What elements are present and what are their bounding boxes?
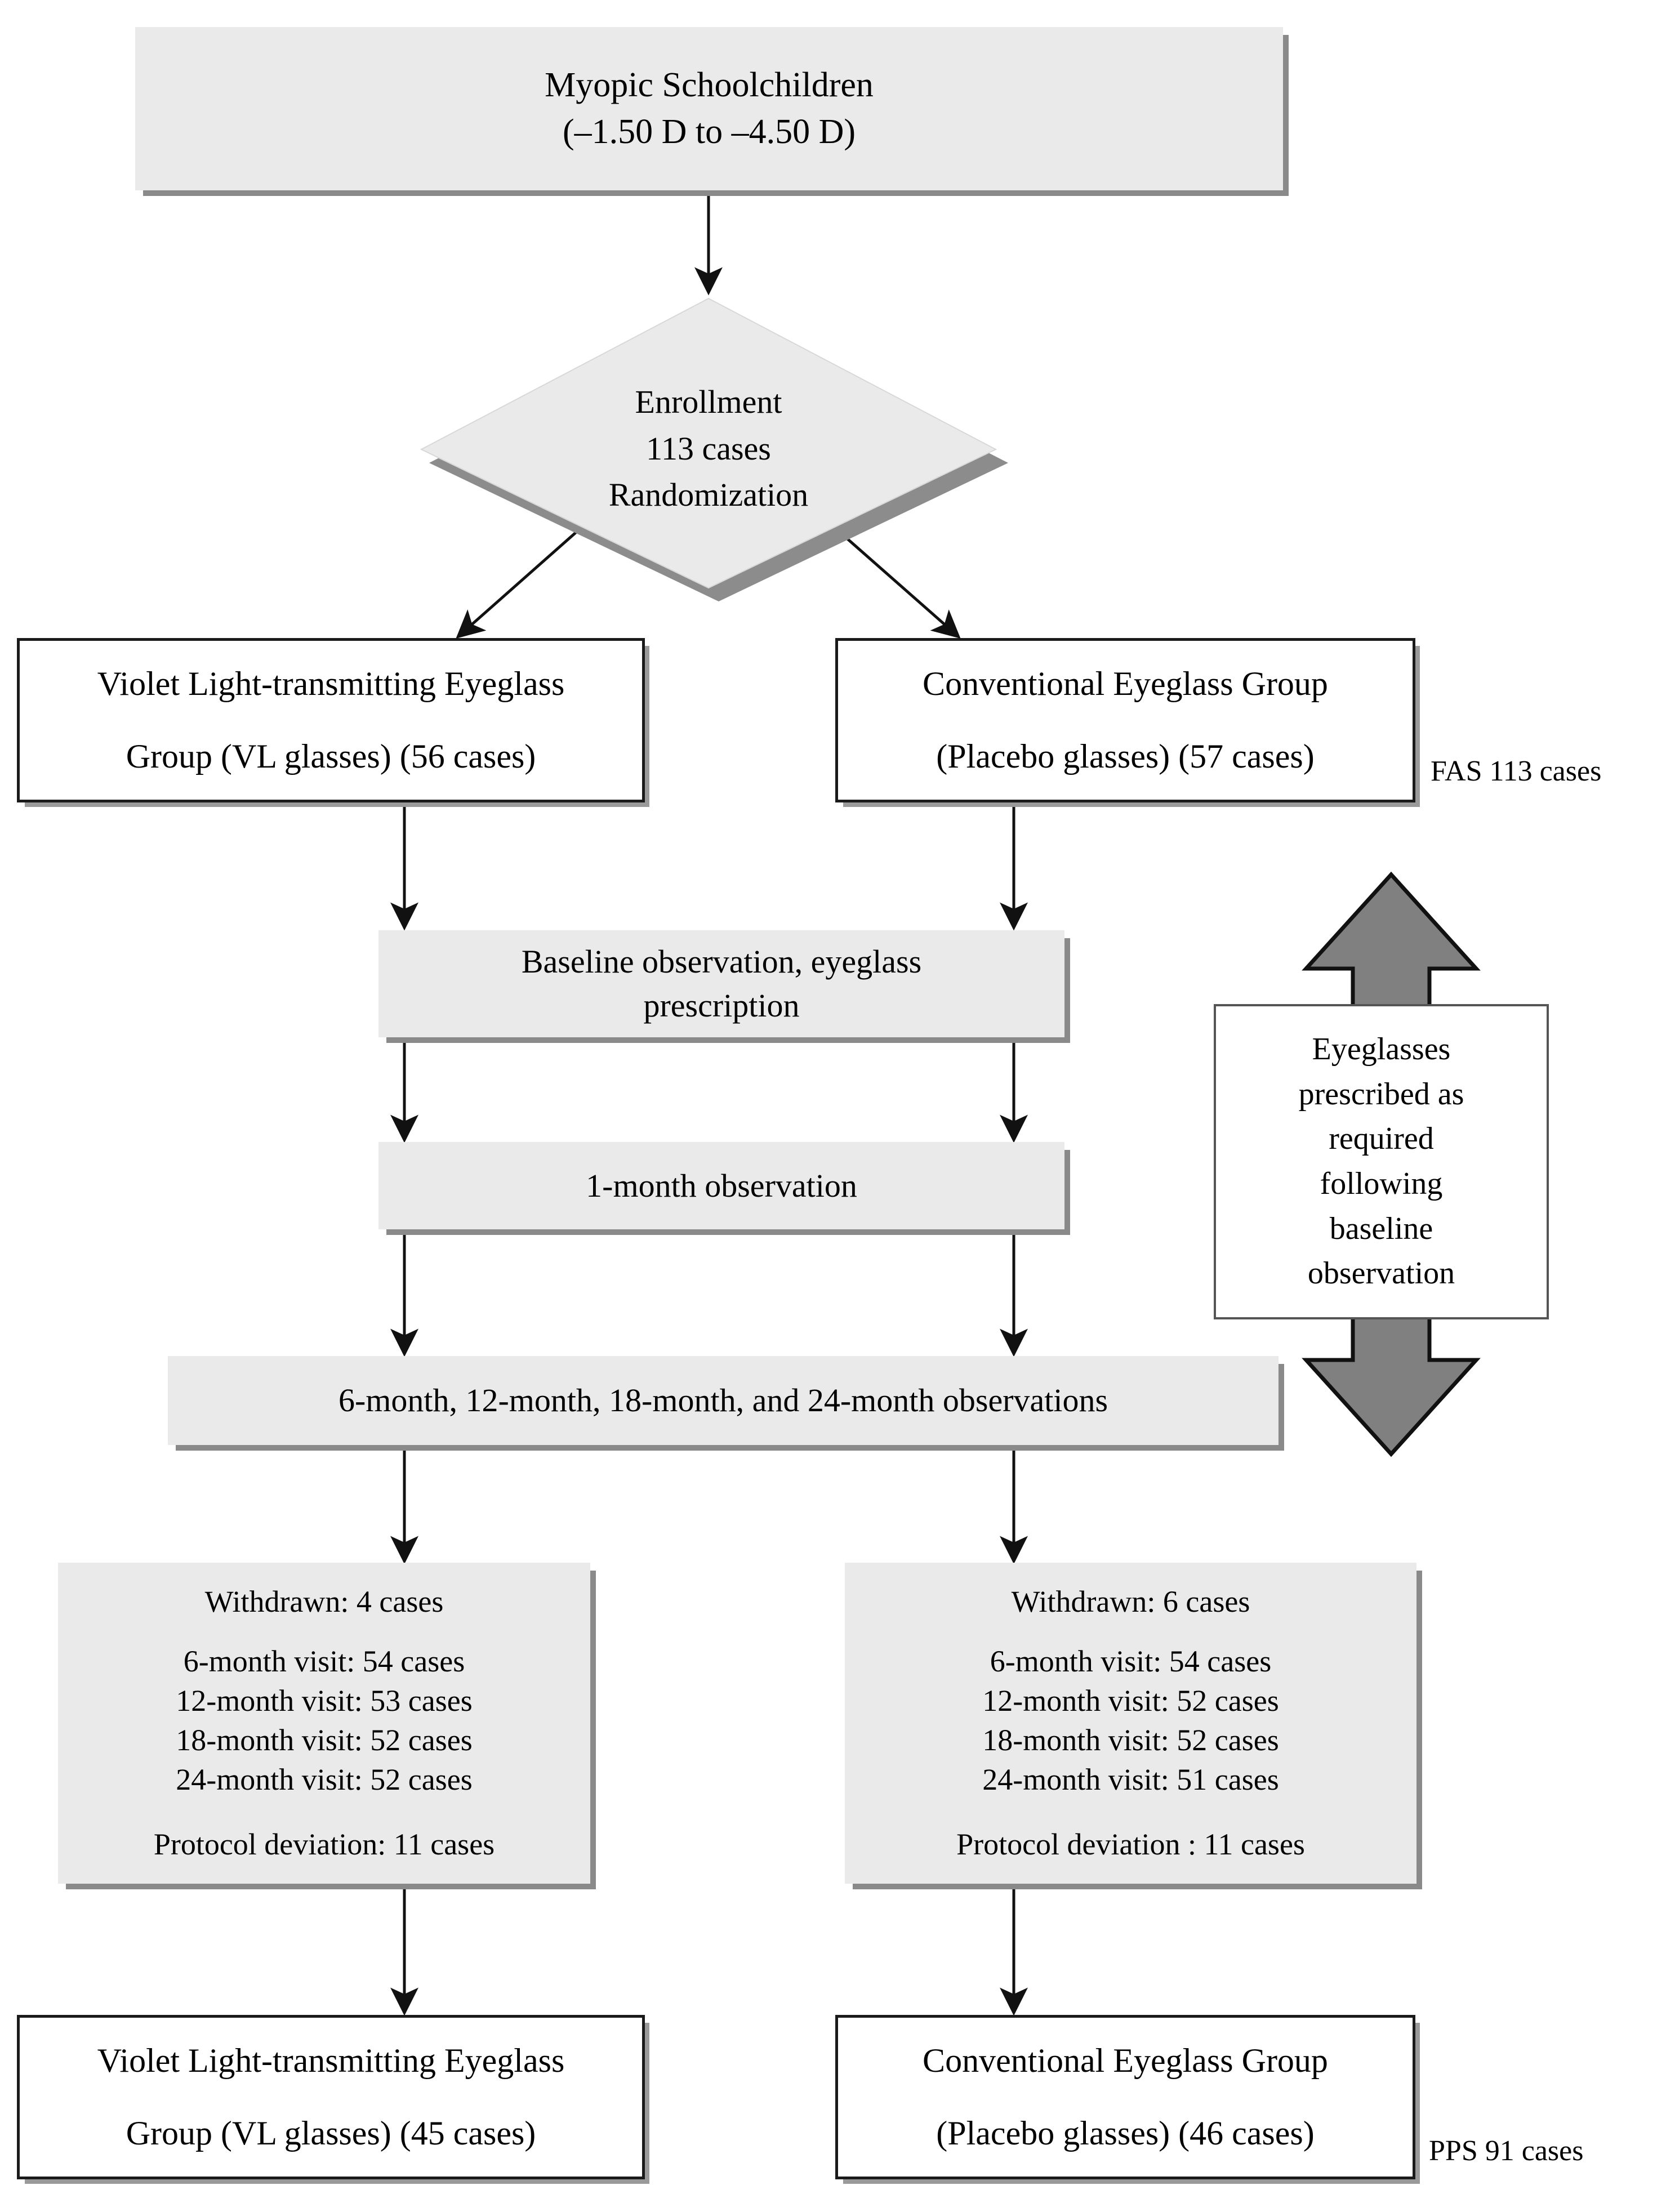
prescription-note-line-2: prescribed as xyxy=(1298,1076,1464,1112)
prescription-note-box: Eyeglasses prescribed as required follow… xyxy=(1214,1004,1549,1319)
withdrawn-vl-heading: Withdrawn: 4 cases xyxy=(204,1585,444,1619)
one-month-observation-box: 1-month observation xyxy=(378,1142,1064,1229)
withdrawn-control-visit-3: 18-month visit: 52 cases xyxy=(982,1723,1279,1757)
prescription-note-line-1: Eyeglasses xyxy=(1312,1032,1451,1067)
withdrawn-vl-visit-3: 18-month visit: 52 cases xyxy=(176,1723,473,1757)
withdrawn-control-visit-list: 6-month visit: 54 cases 12-month visit: … xyxy=(982,1642,1279,1800)
followups-line-1: 6-month, 12-month, 18-month, and 24-mont… xyxy=(338,1382,1108,1419)
withdrawn-vl-footer: Protocol deviation: 11 cases xyxy=(153,1827,495,1862)
withdrawn-vl-visit-list: 6-month visit: 54 cases 12-month visit: … xyxy=(176,1642,472,1800)
diamond-shape xyxy=(420,297,1008,601)
prescription-note-line-4: following xyxy=(1320,1166,1443,1201)
withdrawn-control-visit-4: 24-month visit: 51 cases xyxy=(982,1763,1279,1797)
one-month-line-1: 1-month observation xyxy=(586,1167,857,1204)
baseline-observation-box: Baseline observation, eyeglass prescript… xyxy=(378,930,1064,1037)
withdrawn-control-box: Withdrawn: 6 cases 6-month visit: 54 cas… xyxy=(845,1563,1416,1884)
withdrawn-vl-box: Withdrawn: 4 cases 6-month visit: 54 cas… xyxy=(58,1563,590,1884)
withdrawn-vl-visit-4: 24-month visit: 52 cases xyxy=(176,1763,473,1797)
pps-label: PPS 91 cases xyxy=(1429,2135,1584,2167)
enrollment-line-3: Randomization xyxy=(608,476,809,514)
enrollment-text: Enrollment 113 cases Randomization xyxy=(407,294,1010,604)
source-population-line-2: (–1.50 D to –4.50 D) xyxy=(562,113,856,151)
arm-control-bottom-line-2: (Placebo glasses) (46 cases) xyxy=(936,2115,1315,2152)
withdrawn-control-footer: Protocol deviation : 11 cases xyxy=(956,1827,1305,1862)
arm-control-top-line-1: Conventional Eyeglass Group xyxy=(923,665,1328,702)
arm-control-bottom-line-1: Conventional Eyeglass Group xyxy=(923,2042,1328,2079)
withdrawn-vl-visit-1: 6-month visit: 54 cases xyxy=(183,1644,465,1678)
source-population-box: Myopic Schoolchildren (–1.50 D to –4.50 … xyxy=(135,27,1283,190)
arm-vl-bottom-box: Violet Light-transmitting Eyeglass Group… xyxy=(17,2015,645,2179)
withdrawn-control-visit-2: 12-month visit: 52 cases xyxy=(982,1683,1279,1718)
arm-control-top-box: Conventional Eyeglass Group (Placebo gla… xyxy=(835,638,1415,802)
baseline-line-2: prescription xyxy=(643,987,800,1024)
withdrawn-control-heading: Withdrawn: 6 cases xyxy=(1011,1585,1250,1619)
baseline-line-1: Baseline observation, eyeglass xyxy=(521,943,922,980)
arm-control-top-line-2: (Placebo glasses) (57 cases) xyxy=(936,738,1315,775)
source-population-line-1: Myopic Schoolchildren xyxy=(545,65,874,104)
prescription-note-line-6: observation xyxy=(1307,1256,1455,1291)
prescription-note-line-5: baseline xyxy=(1329,1211,1433,1246)
withdrawn-vl-visit-2: 12-month visit: 53 cases xyxy=(176,1683,473,1718)
arm-vl-top-line-2: Group (VL glasses) (56 cases) xyxy=(126,738,536,775)
prescription-note-line-3: required xyxy=(1329,1121,1434,1157)
arm-vl-bottom-line-1: Violet Light-transmitting Eyeglass xyxy=(97,2042,565,2079)
arm-vl-top-line-1: Violet Light-transmitting Eyeglass xyxy=(97,665,565,702)
followup-observations-box: 6-month, 12-month, 18-month, and 24-mont… xyxy=(168,1356,1279,1445)
enrollment-randomization-diamond: Enrollment 113 cases Randomization xyxy=(407,294,1010,604)
withdrawn-control-visit-1: 6-month visit: 54 cases xyxy=(990,1644,1272,1678)
arm-vl-bottom-line-2: Group (VL glasses) (45 cases) xyxy=(126,2115,536,2152)
fas-label: FAS 113 cases xyxy=(1431,755,1602,787)
arm-control-bottom-box: Conventional Eyeglass Group (Placebo gla… xyxy=(835,2015,1415,2179)
enrollment-line-2: 113 cases xyxy=(646,430,771,467)
enrollment-line-1: Enrollment xyxy=(635,383,782,421)
arm-vl-top-box: Violet Light-transmitting Eyeglass Group… xyxy=(17,638,645,802)
